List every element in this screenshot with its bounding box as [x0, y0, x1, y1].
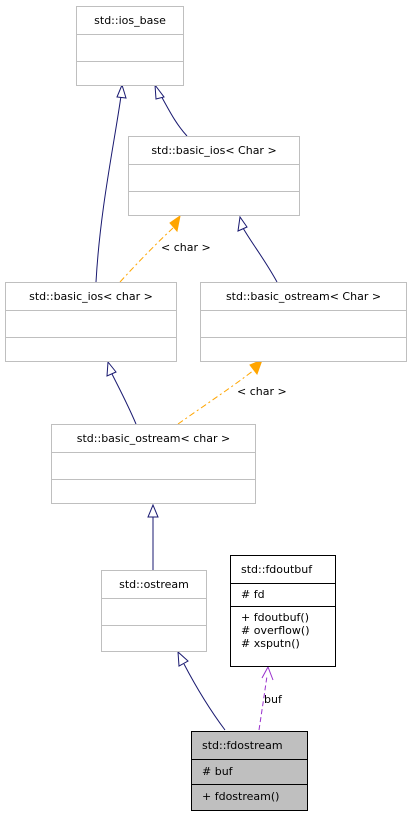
- arrowhead-template-basic-ostream: [249, 359, 263, 376]
- attributes-section: [77, 34, 183, 61]
- methods-section: [129, 191, 299, 218]
- attributes-section: [129, 164, 299, 191]
- methods-section: [6, 337, 176, 364]
- methods-section: [201, 337, 406, 364]
- class-basic-ostream-Char[interactable]: std::basic_ostream< Char >: [200, 282, 407, 362]
- arrowhead-basic-ios-Char: [237, 215, 248, 232]
- attribute-buf: # buf: [202, 765, 233, 778]
- edge-template-basic-ostream: [177, 369, 255, 425]
- methods-section: + fdostream(): [192, 784, 307, 805]
- edge-buf-association: [258, 675, 268, 731]
- class-basic-ostream-char[interactable]: std::basic_ostream< char >: [51, 424, 256, 504]
- attributes-section: [102, 598, 206, 625]
- method-xsputn: # xsputn(): [241, 637, 300, 650]
- arrowhead-basic-ios-char: [106, 360, 117, 377]
- edge-basic-ostream-to-basic-ios: [242, 227, 278, 283]
- class-fdoutbuf[interactable]: std::fdoutbuf # fd + fdoutbuf() # overfl…: [230, 555, 336, 667]
- arrowhead-buf: [261, 665, 274, 681]
- edge-template-basic-ios: [119, 227, 174, 283]
- class-fdostream[interactable]: std::fdostream # buf + fdostream(): [191, 731, 308, 811]
- methods-section: [102, 625, 206, 652]
- attributes-section: [201, 310, 406, 337]
- method-overflow: # overflow(): [241, 624, 310, 637]
- class-name: std::fdoutbuf: [241, 563, 313, 576]
- attributes-section: [6, 310, 176, 337]
- template-label-basic-ostream: < char >: [237, 385, 287, 398]
- class-basic-ios-char[interactable]: std::basic_ios< char >: [5, 282, 177, 362]
- template-label-basic-ios: < char >: [161, 241, 211, 254]
- arrowhead-ostream: [177, 650, 189, 667]
- method-fdostream: + fdostream(): [202, 790, 280, 803]
- arrowhead-basic-ostream-char: [147, 503, 159, 518]
- attribute-fd: # fd: [241, 588, 265, 601]
- class-name: std::basic_ostream< Char >: [225, 290, 382, 303]
- class-name: std::ostream: [119, 578, 189, 591]
- association-label-buf: buf: [264, 693, 282, 706]
- edge-basic-ios-char-to-ios-base: [159, 93, 188, 137]
- edge-basic-ios-char-lower-to-ios-base: [95, 95, 122, 283]
- class-name: std::basic_ostream< char >: [76, 432, 231, 445]
- arrowhead-ios-base-left: [116, 83, 127, 99]
- class-name: std::basic_ios< Char >: [151, 144, 277, 157]
- edge-fdostream-to-ostream: [183, 663, 226, 731]
- attributes-section: # fd: [231, 583, 335, 606]
- arrowhead-template-basic-ios: [169, 214, 181, 233]
- method-fdoutbuf: + fdoutbuf(): [241, 611, 309, 624]
- methods-section: + fdoutbuf() # overflow() # xsputn(): [231, 606, 335, 652]
- class-name: std::fdostream: [202, 739, 283, 752]
- class-ios-base[interactable]: std::ios_base: [76, 6, 184, 86]
- attributes-section: # buf: [192, 759, 307, 784]
- class-name: std::ios_base: [94, 14, 166, 27]
- arrowhead-ios-base-right: [154, 83, 165, 100]
- edge-basic-ostream-char-to-basic-ios-char: [111, 373, 137, 425]
- methods-section: [52, 479, 255, 506]
- class-ostream[interactable]: std::ostream: [101, 570, 207, 652]
- class-name: std::basic_ios< char >: [29, 290, 153, 303]
- methods-section: [77, 61, 183, 88]
- attributes-section: [52, 452, 255, 479]
- class-basic-ios-Char[interactable]: std::basic_ios< Char >: [128, 136, 300, 216]
